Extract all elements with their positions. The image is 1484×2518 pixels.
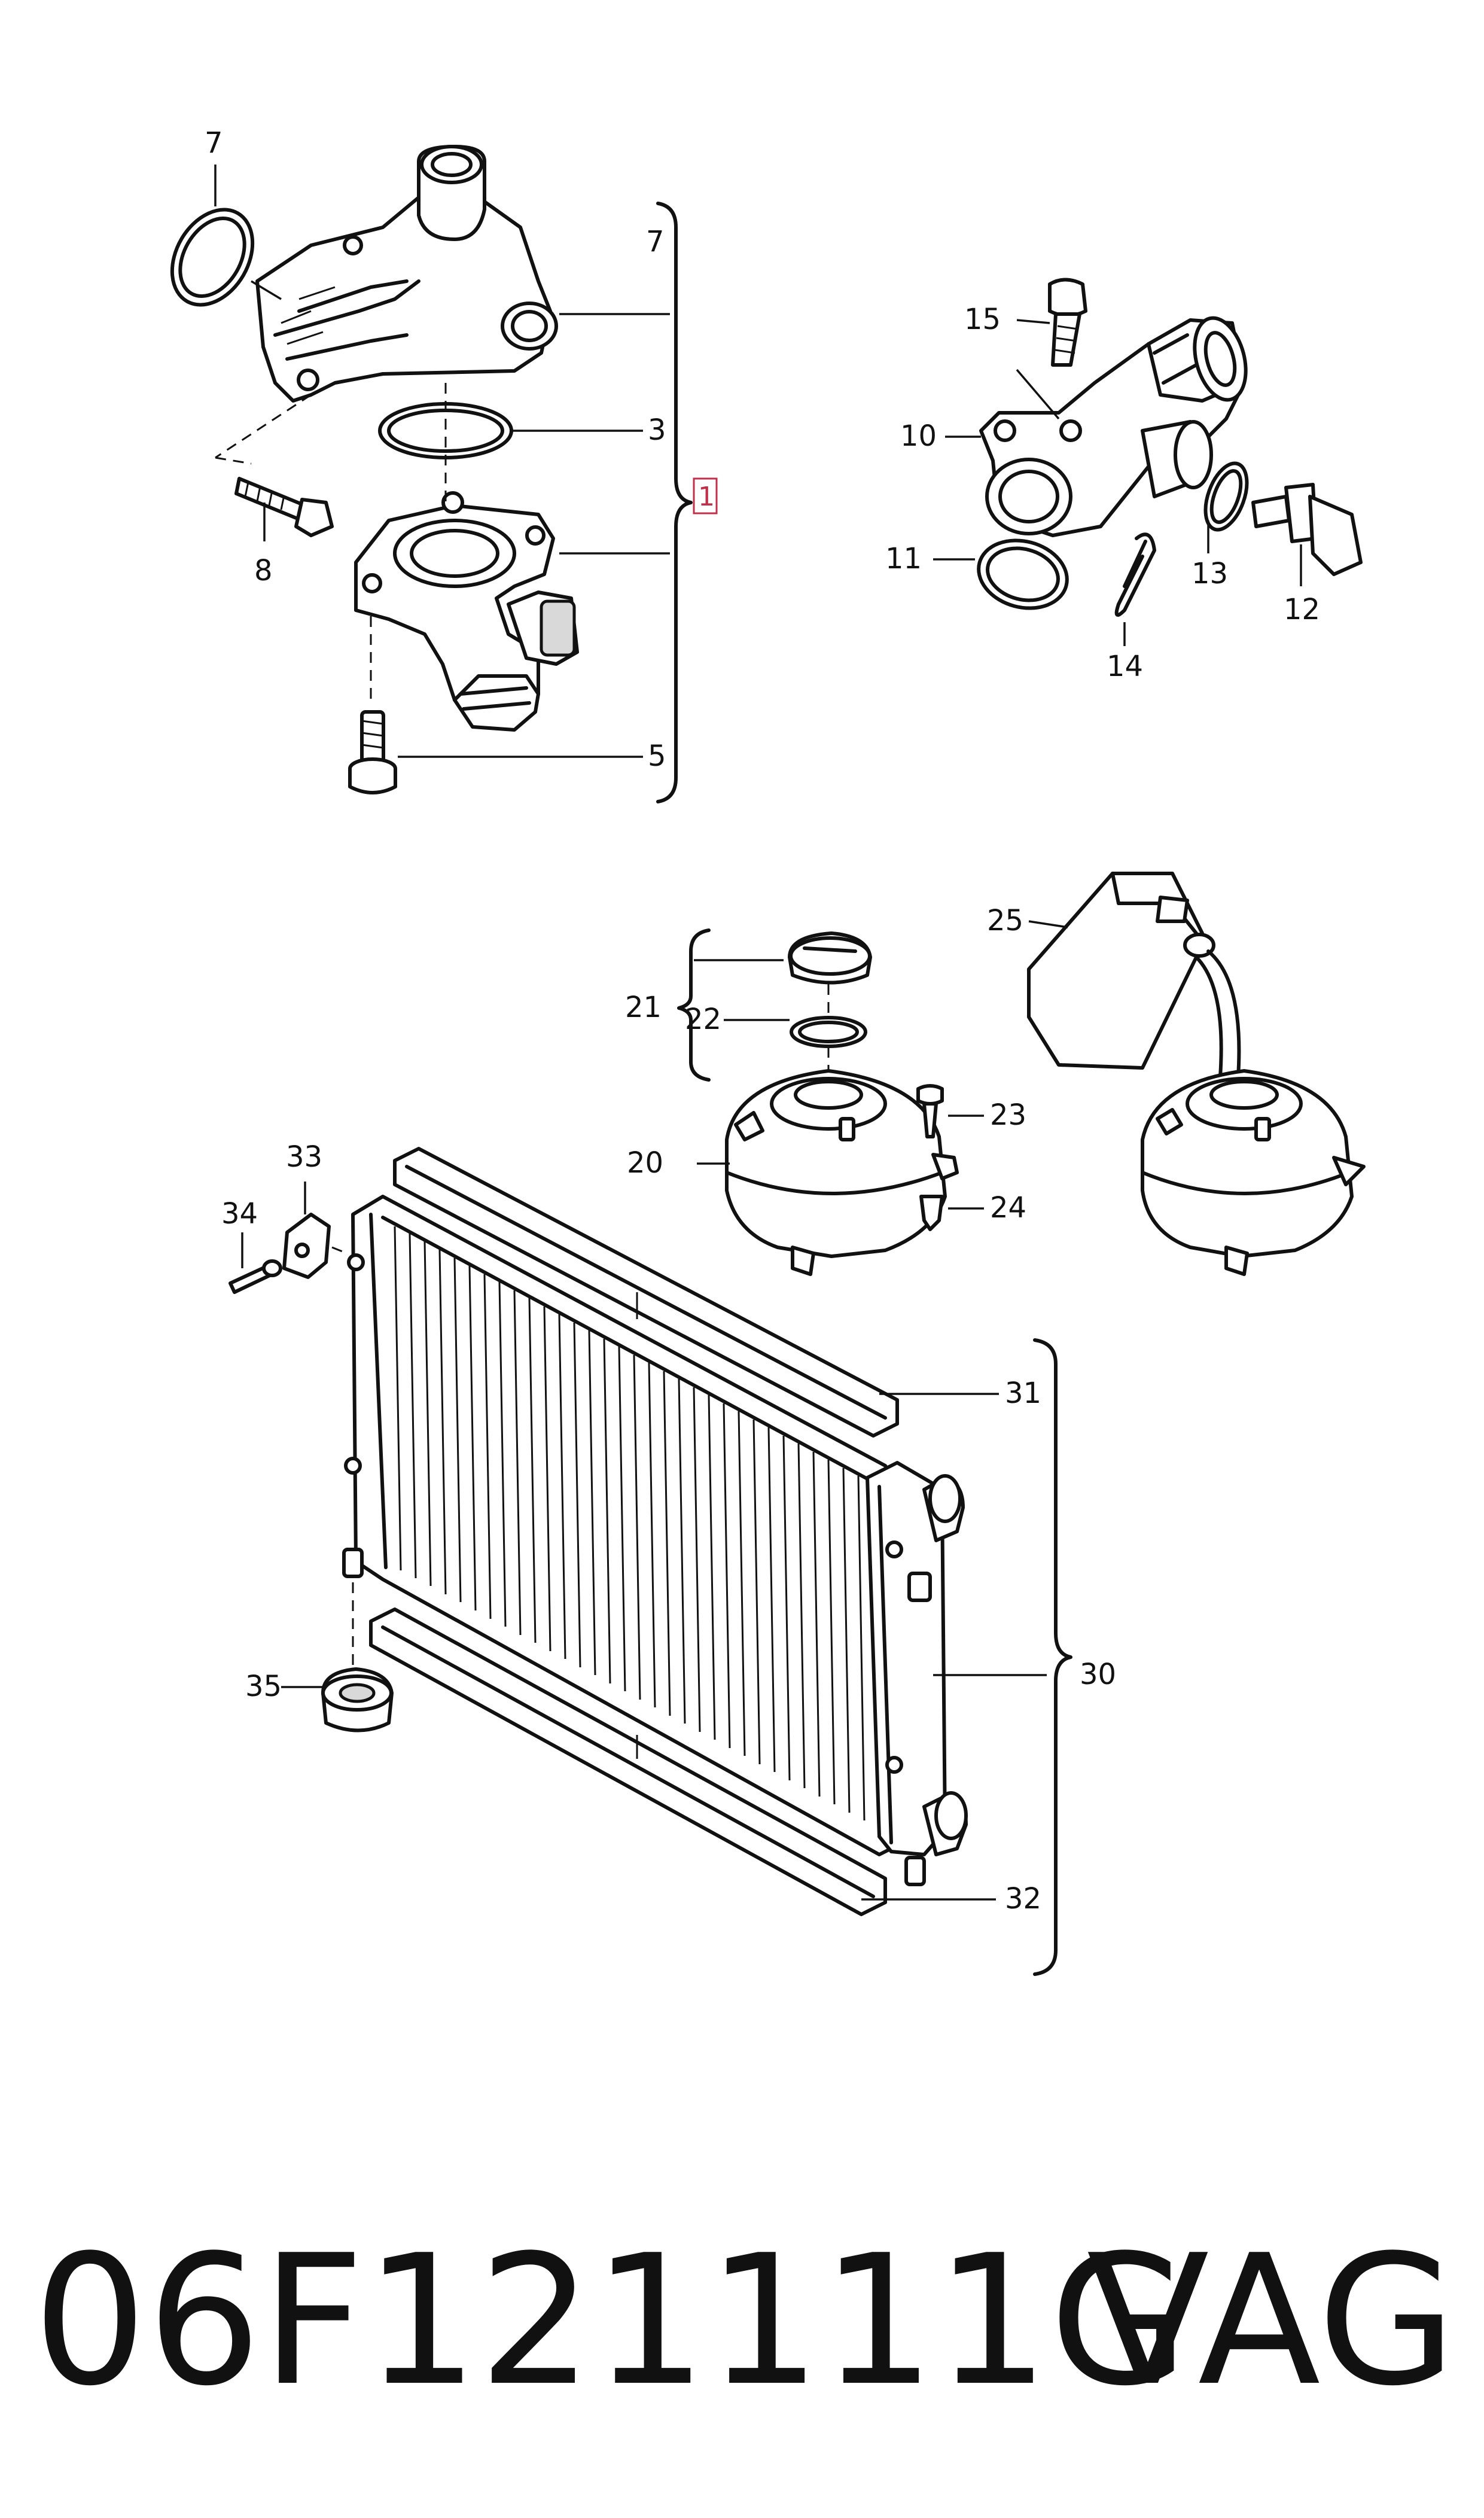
- o-ring-7: [170, 208, 255, 307]
- callout-14: 14: [1107, 650, 1143, 683]
- callout-7-oring: 7: [205, 126, 223, 160]
- expansion-tank-assembly: [677, 872, 1366, 1276]
- callout-3: 3: [648, 413, 666, 447]
- callout-32: 32: [1005, 1882, 1041, 1916]
- water-pump-assembly: [170, 145, 693, 803]
- bolt-8: [234, 477, 334, 537]
- o-ring-13: [1203, 461, 1249, 532]
- callout-33: 33: [286, 1140, 322, 1174]
- radiator-assembly: [228, 1147, 1072, 1976]
- callout-20: 20: [627, 1146, 663, 1180]
- callout-10: 10: [900, 419, 937, 453]
- parts-diagram: 7 7 3 1 8 5 15 10 11 13 12 14 25 21 22 2…: [170, 126, 1366, 1976]
- callout-23: 23: [990, 1098, 1026, 1132]
- bolt-5: [348, 710, 397, 794]
- coolant-bottle-25: [1027, 872, 1215, 1070]
- temperature-sensor-12: [1251, 483, 1363, 576]
- callout-1: 1: [698, 482, 715, 512]
- callout-8: 8: [254, 554, 273, 587]
- callout-1-box: [693, 477, 718, 514]
- expansion-tank-20: [725, 1069, 959, 1276]
- callout-12: 12: [1284, 593, 1320, 626]
- clip-14: [1114, 532, 1156, 617]
- o-ring-11: [977, 538, 1069, 610]
- callout-34: 34: [221, 1197, 258, 1231]
- callout-25: 25: [987, 904, 1023, 937]
- coolant-flange-assembly: [933, 278, 1363, 646]
- callout-13: 13: [1192, 557, 1228, 590]
- callout-22: 22: [685, 1003, 721, 1036]
- callout-24: 24: [990, 1191, 1026, 1225]
- expansion-tank-filled: [1141, 1069, 1366, 1276]
- callout-35: 35: [245, 1670, 282, 1703]
- callout-15: 15: [964, 303, 1001, 336]
- callout-21: 21: [625, 991, 662, 1024]
- callout-30: 30: [1080, 1658, 1116, 1691]
- callout-11: 11: [885, 542, 922, 576]
- callout-31: 31: [1005, 1377, 1041, 1410]
- brand-label: VAG: [1086, 2216, 1456, 2425]
- footer-caption: 06F121111G VAG: [33, 2213, 1456, 2429]
- callout-5: 5: [648, 739, 666, 773]
- rubber-mount-35: [321, 1667, 394, 1733]
- radiator-fins: [394, 1226, 866, 1821]
- seal-ring-22: [790, 1016, 867, 1048]
- callout-7-pump: 7: [646, 225, 665, 258]
- part-number: 06F121111G: [33, 2216, 1189, 2425]
